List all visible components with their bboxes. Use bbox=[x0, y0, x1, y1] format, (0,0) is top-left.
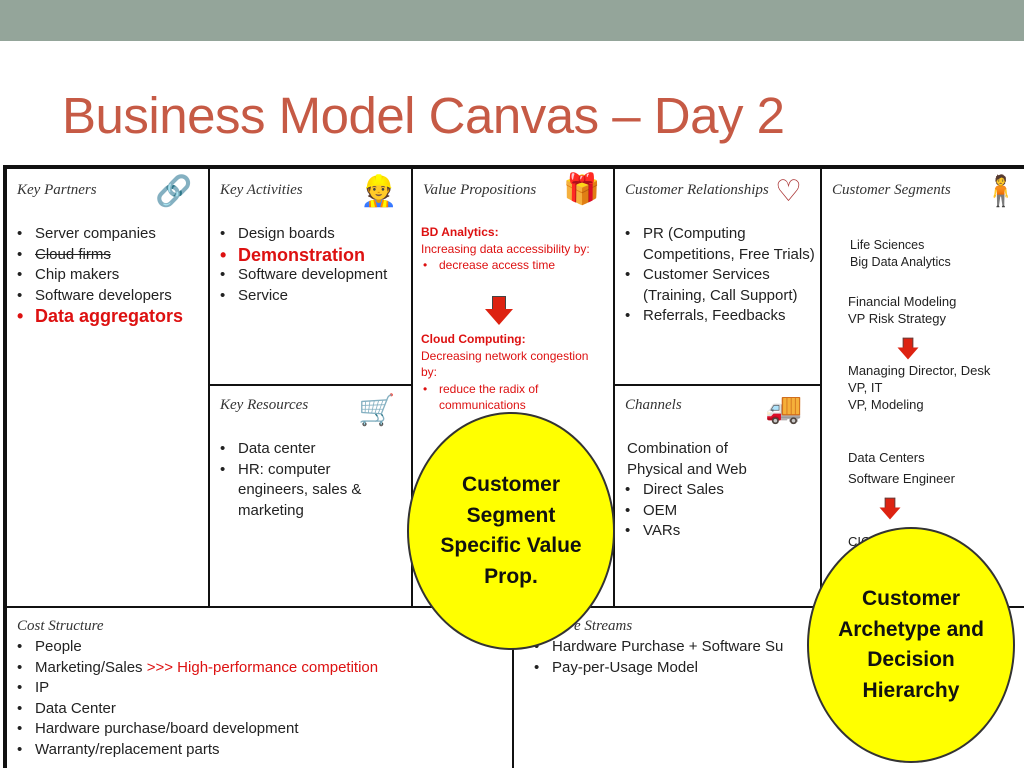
list-item: reduce the radix of communications bbox=[421, 381, 606, 414]
list-item: Warranty/replacement parts bbox=[15, 740, 510, 761]
value-propositions-header: Value Propositions bbox=[423, 182, 537, 198]
chain-link-icon: 🔗 bbox=[155, 175, 193, 208]
key-activities-cell: Key Activities 👷 Design boards Demonstra… bbox=[208, 167, 413, 386]
list-item: Data Center bbox=[15, 699, 510, 720]
channels-header: Channels bbox=[625, 397, 682, 413]
key-activities-list: Design boards Demonstration Software dev… bbox=[218, 224, 410, 306]
key-partners-header: Key Partners bbox=[17, 182, 97, 198]
cloud-computing-block: Cloud Computing: Decreasing network cong… bbox=[421, 331, 606, 414]
list-item: Referrals, Feedbacks bbox=[623, 306, 819, 327]
key-activities-header: Key Activities bbox=[220, 182, 303, 198]
cost-structure-header: Cost Structure bbox=[17, 618, 104, 634]
cost-structure-cell: Cost Structure People Marketing/Sales >>… bbox=[5, 606, 514, 768]
list-item: VARs bbox=[623, 521, 803, 542]
segment-group-4b: Software Engineer bbox=[848, 471, 955, 486]
business-model-canvas: Key Partners 🔗 Server companies Cloud fi… bbox=[3, 165, 1024, 768]
list-item: PR (Computing Competitions, Free Trials) bbox=[623, 224, 819, 265]
key-resources-header: Key Resources bbox=[220, 397, 309, 413]
list-item: Marketing/Sales >>> High-performance com… bbox=[15, 658, 510, 679]
channels-intro: Combination of Physical and Web bbox=[627, 440, 747, 478]
list-item: Demonstration bbox=[218, 245, 410, 266]
customer-segments-header: Customer Segments bbox=[832, 182, 951, 198]
down-arrow-icon bbox=[897, 337, 919, 361]
key-partners-cell: Key Partners 🔗 Server companies Cloud fi… bbox=[5, 167, 210, 608]
list-item: OEM bbox=[623, 501, 803, 522]
cost-structure-list: People Marketing/Sales >>> High-performa… bbox=[15, 637, 510, 760]
list-item: Hardware purchase/board development bbox=[15, 719, 510, 740]
segment-group-3: Managing Director, Desk VP, IT VP, Model… bbox=[848, 363, 991, 412]
list-item: Software development bbox=[218, 265, 410, 286]
list-item: Design boards bbox=[218, 224, 410, 245]
bd-analytics-text: Increasing data accessibility by: bbox=[421, 241, 590, 256]
list-item: Cloud firms bbox=[15, 245, 208, 266]
list-item: Data aggregators bbox=[15, 306, 208, 327]
revenue-streams-header: e Streams bbox=[574, 618, 633, 634]
key-resources-list: Data center HR: computer engineers, sale… bbox=[218, 439, 398, 521]
marketing-sales-label: Marketing/Sales bbox=[35, 658, 143, 676]
cloud-computing-title: Cloud Computing: bbox=[421, 332, 526, 346]
customer-segments-cell: Customer Segments 🧍 Life Sciences Big Da… bbox=[820, 167, 1024, 608]
list-item: Data center bbox=[218, 439, 398, 460]
list-item: People bbox=[15, 637, 510, 658]
list-item: Pay-per-Usage Model bbox=[532, 658, 1012, 679]
segment-group-2: Financial Modeling VP Risk Strategy bbox=[848, 294, 957, 326]
key-partners-list: Server companies Cloud firms Chip makers… bbox=[15, 224, 208, 327]
worker-icon: 👷 bbox=[360, 175, 398, 208]
bd-analytics-list: decrease access time bbox=[421, 257, 606, 274]
list-item: Direct Sales bbox=[623, 480, 803, 501]
list-item: Server companies bbox=[15, 224, 208, 245]
gift-icon: 🎁 bbox=[563, 173, 601, 206]
bd-analytics-title: BD Analytics: bbox=[421, 225, 499, 239]
segment-group-4a: Data Centers bbox=[848, 450, 925, 465]
person-icon: 🧍 bbox=[982, 175, 1020, 208]
list-item: Chip makers bbox=[15, 265, 208, 286]
list-item: Hardware Purchase + Software Su bbox=[532, 637, 1012, 658]
truck-icon: 🚚 bbox=[765, 392, 803, 425]
top-bar bbox=[0, 0, 1024, 41]
list-item: HR: computer engineers, sales & marketin… bbox=[218, 460, 398, 522]
customer-relationships-cell: Customer Relationships ♡ PR (Computing C… bbox=[613, 167, 822, 386]
customer-relationships-list: PR (Computing Competitions, Free Trials)… bbox=[623, 224, 819, 327]
cloud-computing-list: reduce the radix of communications bbox=[421, 381, 606, 414]
channels-list: Direct Sales OEM VARs bbox=[623, 480, 803, 542]
channels-cell: Channels 🚚 Combination of Physical and W… bbox=[613, 384, 822, 608]
cart-icon: 🛒 bbox=[358, 394, 396, 427]
customer-relationships-header: Customer Relationships bbox=[625, 182, 769, 198]
segment-group-1: Life Sciences Big Data Analytics bbox=[850, 238, 951, 269]
revenue-streams-list: Hardware Purchase + Software Su Pay-per-… bbox=[532, 637, 1012, 678]
marketing-note: >>> High-performance competition bbox=[146, 658, 379, 676]
list-item: Service bbox=[218, 286, 410, 307]
list-item: decrease access time bbox=[421, 257, 606, 274]
list-item: IP bbox=[15, 678, 510, 699]
heart-icon: ♡ bbox=[775, 175, 802, 208]
down-arrow-icon bbox=[879, 497, 901, 521]
down-arrow-icon bbox=[485, 296, 513, 326]
archetype-callout: Customer Archetype and Decision Hierarch… bbox=[807, 527, 1015, 763]
bd-analytics-block: BD Analytics: Increasing data accessibil… bbox=[421, 224, 606, 274]
value-prop-callout: Customer Segment Specific Value Prop. bbox=[407, 412, 615, 650]
list-item: Customer Services (Training, Call Suppor… bbox=[623, 265, 819, 306]
list-item: Software developers bbox=[15, 286, 208, 307]
key-resources-cell: Key Resources 🛒 Data center HR: computer… bbox=[208, 384, 413, 608]
cloud-computing-text: Decreasing network congestion by: bbox=[421, 348, 589, 380]
slide-title: Business Model Canvas – Day 2 bbox=[62, 87, 785, 144]
